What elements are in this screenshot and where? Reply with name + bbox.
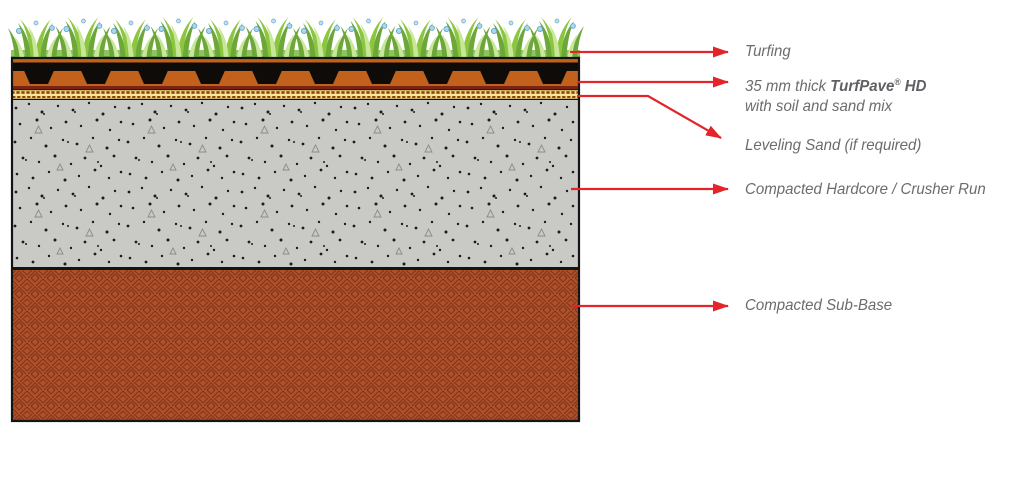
label-turfpave-product: TurfPave xyxy=(830,78,895,95)
label-turfpave: 35 mm thick TurfPave® HD with soil and s… xyxy=(745,72,926,117)
label-turfpave-suffix: HD xyxy=(900,78,927,95)
label-hardcore-text: Compacted Hardcore / Crusher Run xyxy=(745,181,986,198)
hardcore-subbase-divider xyxy=(11,267,580,270)
subbase-layer xyxy=(11,270,580,422)
label-turfing: Turfing xyxy=(745,42,791,62)
label-leveling-sand: Leveling Sand (if required) xyxy=(745,136,921,156)
arrow-leveling-sand xyxy=(577,94,722,139)
leader-arrows xyxy=(570,46,729,312)
leveling-sand-layer xyxy=(11,89,580,100)
label-turfing-text: Turfing xyxy=(745,43,791,60)
label-hardcore: Compacted Hardcore / Crusher Run xyxy=(745,180,986,200)
label-subbase-text: Compacted Sub-Base xyxy=(745,297,893,314)
hardcore-layer xyxy=(11,100,580,268)
label-turfpave-registered-mark: ® xyxy=(894,77,901,87)
label-subbase: Compacted Sub-Base xyxy=(745,296,892,316)
label-turfpave-prefix: 35 mm thick xyxy=(745,78,831,95)
turfpave-hd-layer xyxy=(11,59,580,89)
turfing-grass-layer xyxy=(7,16,585,63)
label-turfpave-line1: 35 mm thick TurfPave® HD xyxy=(745,72,926,97)
label-leveling-sand-text: Leveling Sand (if required) xyxy=(745,137,922,154)
label-turfpave-line2: with soil and sand mix xyxy=(745,98,893,115)
section-outline xyxy=(10,56,581,423)
